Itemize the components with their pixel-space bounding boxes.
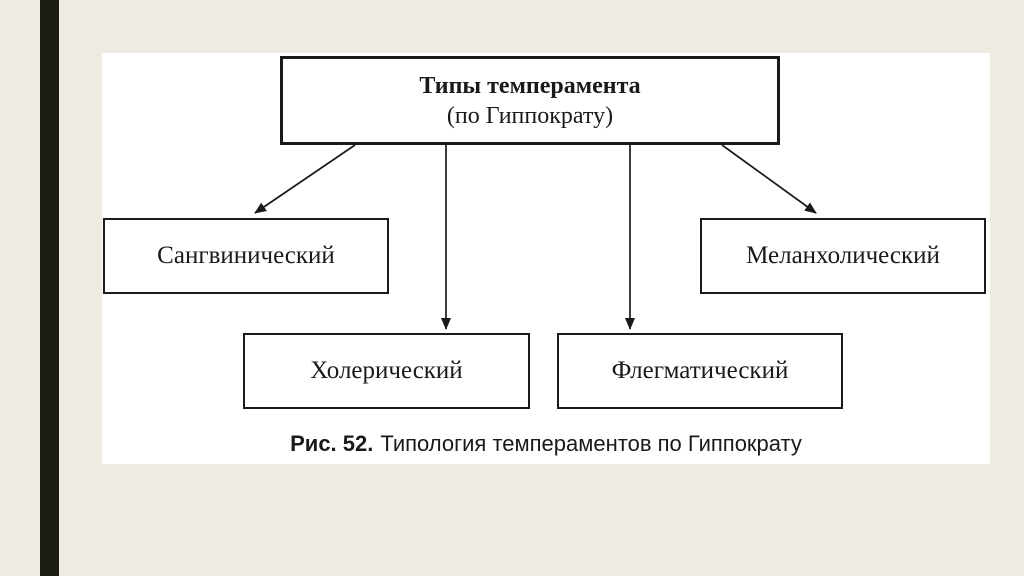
arrow-root-to-melancholic xyxy=(721,144,817,214)
node-sanguine-label: Сангвинический xyxy=(157,242,335,269)
figure-number: Рис. 52. xyxy=(290,431,374,456)
node-root: Типы темперамента (по Гиппократу) xyxy=(280,56,780,145)
node-sanguine: Сангвинический xyxy=(103,218,389,294)
figure-caption: Рис. 52.Типология темпераментов по Гиппо… xyxy=(102,431,990,457)
left-accent-bar xyxy=(40,0,59,576)
node-phlegmatic-label: Флегматический xyxy=(611,357,789,384)
node-choleric-label: Холерический xyxy=(310,357,463,384)
root-subtitle: (по Гиппократу) xyxy=(446,102,614,129)
node-melancholic-label: Меланхолический xyxy=(746,242,940,269)
diagram-panel: Типы темперамента (по Гиппократу) Сангви… xyxy=(102,53,990,464)
arrow-root-to-sanguine xyxy=(254,144,356,214)
node-melancholic: Меланхолический xyxy=(700,218,986,294)
figure-caption-text: Типология темпераментов по Гиппократу xyxy=(380,431,802,456)
node-phlegmatic: Флегматический xyxy=(557,333,843,409)
node-choleric: Холерический xyxy=(243,333,530,409)
root-title: Типы темперамента xyxy=(419,72,641,99)
